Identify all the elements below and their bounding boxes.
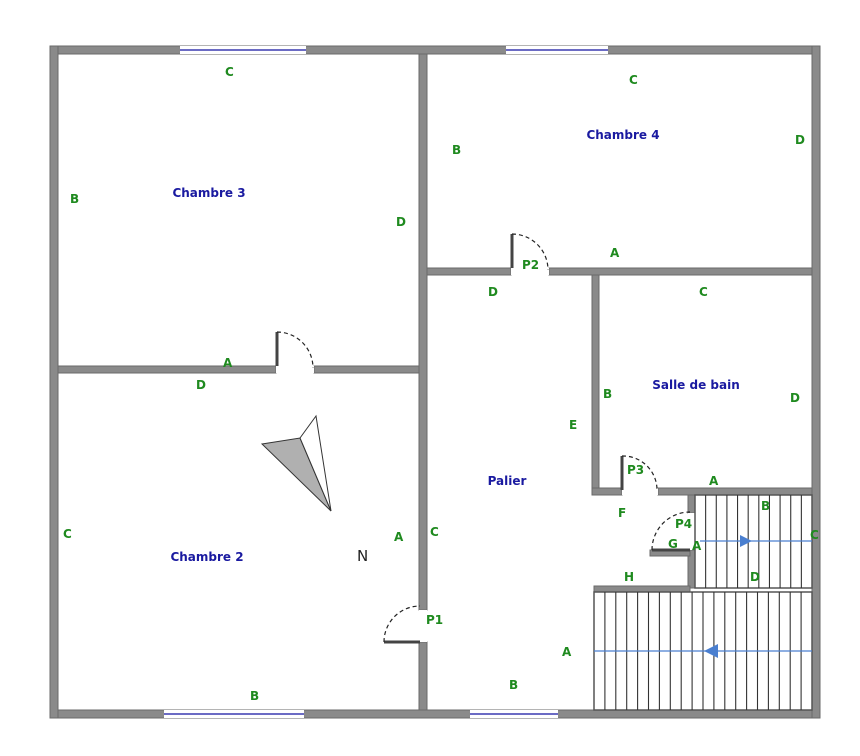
wall-label-ch4-d: D: [795, 133, 805, 147]
wall-label-sdb-c: C: [699, 285, 708, 299]
wall-sdb-bottom-right: [657, 487, 813, 496]
stair-upper-arrowhead: [740, 535, 752, 547]
wall-label-ch3-b: B: [70, 192, 79, 206]
wall-ch3-ch2-left: [57, 365, 277, 374]
room-label-chambre3: Chambre 3: [172, 186, 245, 200]
compass-arrow-right: [299, 414, 332, 512]
wall-label-ch3-c: C: [225, 65, 234, 79]
wall-label-stair-d: D: [750, 570, 760, 584]
room-label-chambre4: Chambre 4: [586, 128, 659, 142]
stair-lower: [593, 591, 813, 711]
wall-ch4-bottom-left: [426, 267, 512, 276]
wall-right: [811, 45, 821, 719]
wall-label-palier-f: F: [618, 506, 626, 520]
door-label-p1: P1: [426, 613, 443, 627]
wall-label-palier-e: E: [569, 418, 577, 432]
room-label-chambre2: Chambre 2: [170, 550, 243, 564]
stair-lower-arrowhead: [704, 644, 718, 658]
wall-stair-top: [593, 585, 691, 593]
room-labels: Chambre 3 Chambre 4 Chambre 2 Salle de b…: [170, 128, 739, 564]
wall-label-ch4-c: C: [629, 73, 638, 87]
wall-center-vertical-lower: [418, 641, 428, 711]
door-p4-gap: [688, 513, 695, 550]
room-label-palier: Palier: [488, 474, 527, 488]
wall-sdb-bottom-left: [591, 487, 623, 496]
wall-labels: C B D A C B D A D C A B C B D A D E F C …: [63, 65, 819, 703]
wall-label-palier-a: A: [562, 645, 572, 659]
doors: [275, 233, 695, 644]
wall-label-ch2-d: D: [196, 378, 206, 392]
wall-label-ch3-a: A: [223, 356, 233, 370]
outer-walls: [49, 45, 821, 719]
stair-upper: [694, 494, 813, 589]
wall-label-ch3-d: D: [396, 215, 406, 229]
wall-label-palier-b: B: [509, 678, 518, 692]
door-label-p3: P3: [627, 463, 644, 477]
wall-left: [49, 45, 59, 719]
wall-label-palier-d: D: [488, 285, 498, 299]
wall-label-sdb-a: A: [709, 474, 719, 488]
wall-label-ch4-b: B: [452, 143, 461, 157]
wall-label-palier-h: H: [624, 570, 634, 584]
door-ch3-gap: [276, 366, 314, 373]
wall-p4-vertical: [687, 494, 696, 514]
wall-label-palier-g: G: [668, 537, 678, 551]
wall-label-stair-c: C: [810, 528, 819, 542]
door-label-p2: P2: [522, 258, 539, 272]
wall-label-ch2-a: A: [394, 530, 404, 544]
compass-north-label: N: [357, 547, 368, 565]
compass: N: [260, 414, 368, 565]
wall-label-sdb-d: D: [790, 391, 800, 405]
wall-label-stair-b: B: [761, 499, 770, 513]
door-p2-gap: [511, 268, 549, 275]
door-p1-gap: [419, 610, 427, 642]
wall-label-ch2-c: C: [63, 527, 72, 541]
wall-center-vertical: [418, 53, 428, 611]
door-labels: P1 P2 P3 P4: [426, 258, 692, 627]
wall-label-ch2-b: B: [250, 689, 259, 703]
door-ch3-arc: [276, 331, 314, 369]
door-p2-arc: [511, 233, 549, 271]
wall-sdb-left: [591, 274, 600, 496]
wall-top: [49, 45, 821, 55]
door-p3-gap: [622, 488, 658, 495]
stairs: [593, 494, 813, 711]
wall-ch4-bottom-right: [548, 267, 813, 276]
wall-label-palier-c: C: [430, 525, 439, 539]
room-label-salle-de-bain: Salle de bain: [652, 378, 740, 392]
door-p4-arc: [651, 511, 691, 551]
door-p1-arc: [383, 605, 421, 643]
wall-label-sdb-b: B: [603, 387, 612, 401]
wall-label-ch4-a: A: [610, 246, 620, 260]
wall-label-stair-a: A: [692, 539, 702, 553]
door-label-p4: P4: [675, 517, 692, 531]
wall-ch3-ch2-right: [313, 365, 420, 374]
windows: [164, 46, 608, 718]
